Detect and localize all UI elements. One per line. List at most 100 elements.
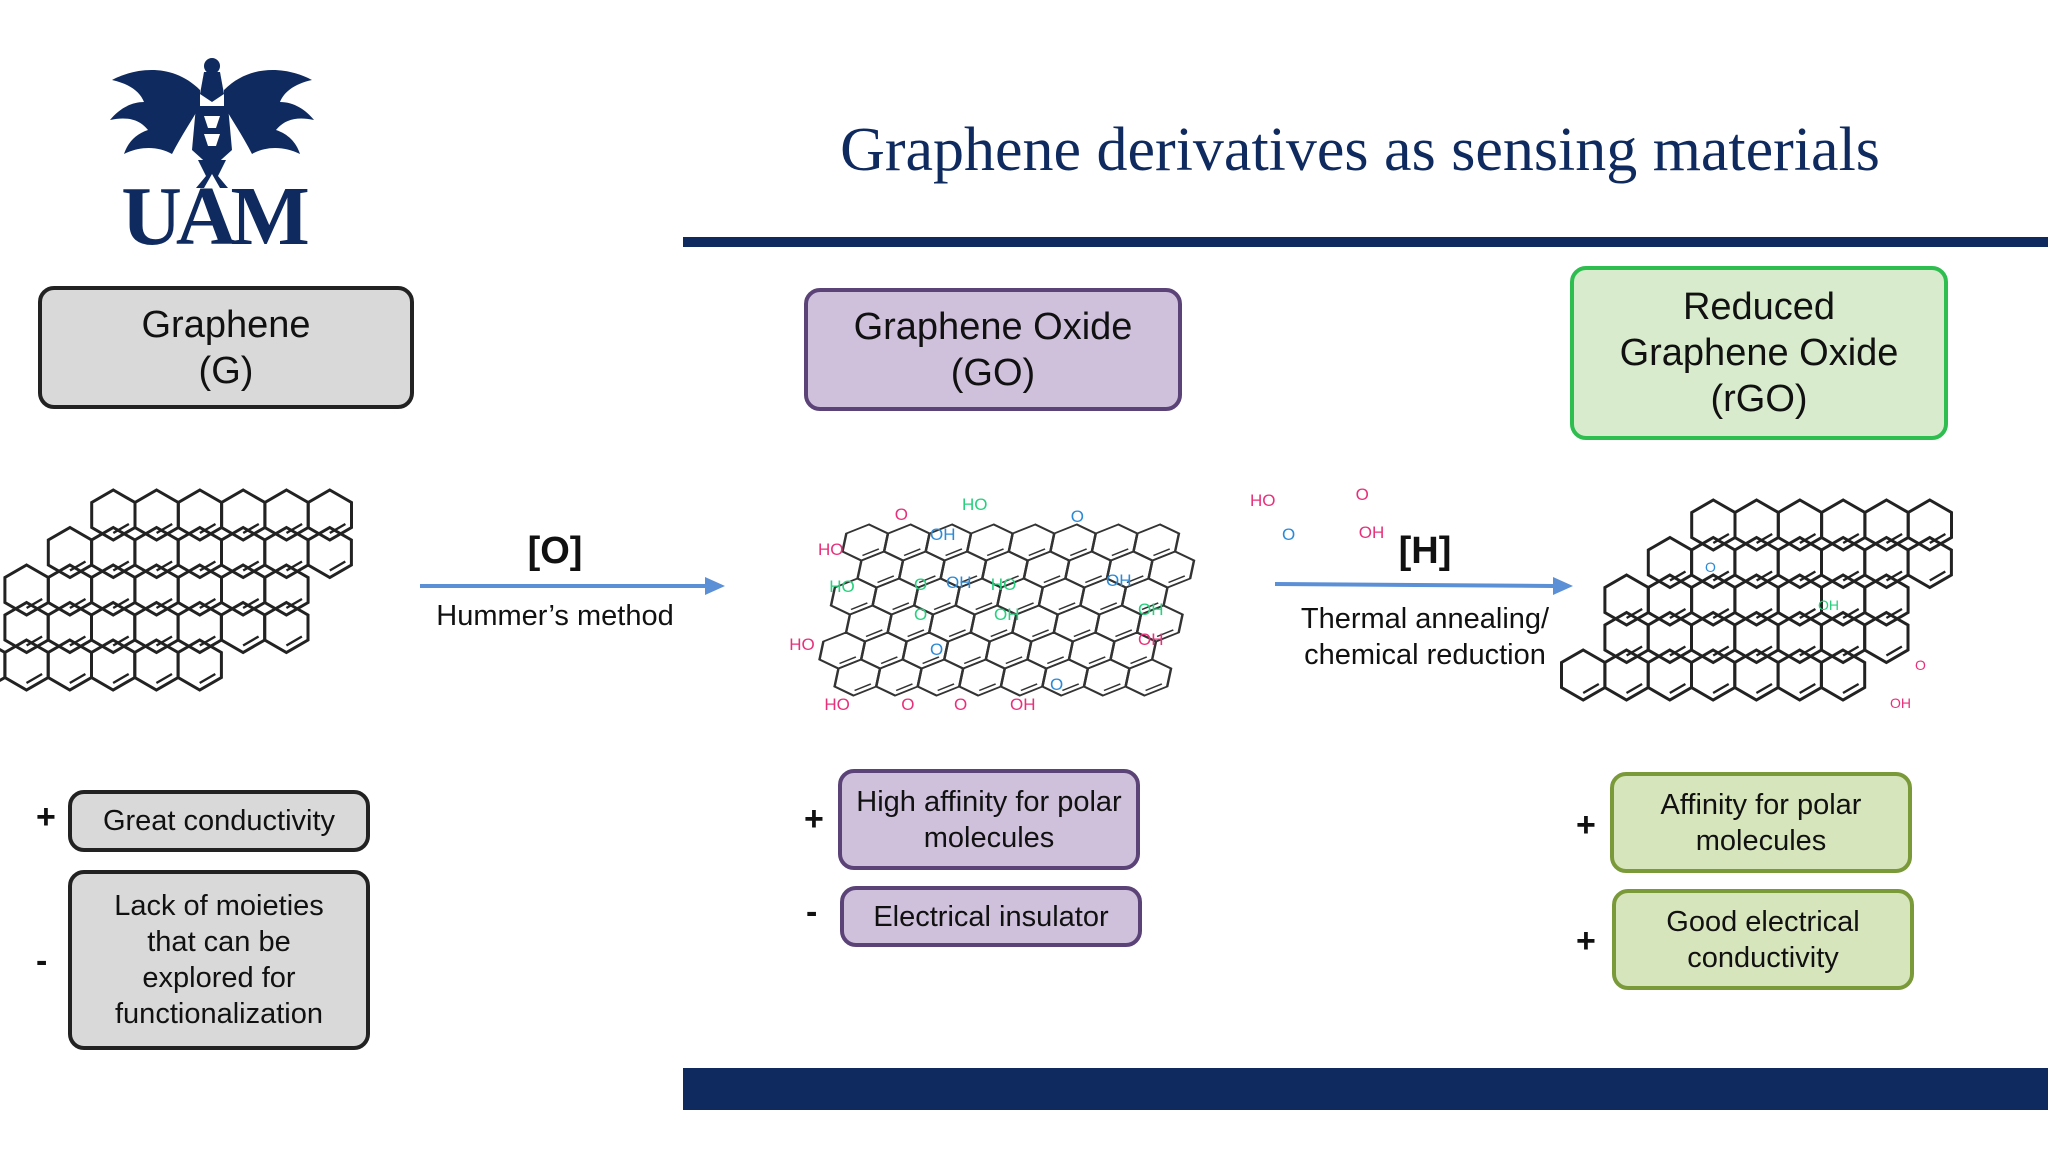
plus-sign: + xyxy=(1576,922,1596,960)
functional-group-label: O xyxy=(1071,507,1084,526)
hexagon-ring xyxy=(1906,535,1953,590)
double-bond xyxy=(1712,682,1730,695)
hexagon-ring xyxy=(1863,573,1910,627)
double-bond xyxy=(1062,683,1080,692)
double-bond xyxy=(1005,656,1023,665)
double-bond xyxy=(25,672,43,685)
double-bond xyxy=(1885,532,1903,545)
double-bond xyxy=(986,548,1004,557)
functional-group-label: O xyxy=(930,640,943,659)
double-bond xyxy=(285,635,303,647)
oxidation-method-label: Hummer’s method xyxy=(436,600,674,632)
double-bond xyxy=(156,522,173,535)
double-bond xyxy=(839,656,857,665)
hexagon-ring xyxy=(263,600,310,655)
double-bond xyxy=(1755,570,1773,582)
double-bond xyxy=(1929,570,1946,582)
double-bond xyxy=(69,635,87,647)
double-bond xyxy=(285,560,303,572)
footer-bar xyxy=(683,1068,2048,1110)
graphene-box: Graphene (G) xyxy=(38,286,414,409)
double-bond xyxy=(1582,682,1600,695)
double-bond xyxy=(1842,607,1860,620)
double-bond xyxy=(1084,575,1103,584)
double-bond xyxy=(242,522,260,535)
double-bond xyxy=(945,548,963,557)
double-bond xyxy=(877,575,895,584)
double-bond xyxy=(1626,607,1643,620)
double-bond xyxy=(1755,607,1773,620)
eagle-emblem-icon xyxy=(110,58,314,188)
double-bond xyxy=(960,575,978,584)
double-bond xyxy=(1929,532,1946,545)
double-bond xyxy=(1799,682,1816,695)
double-bond xyxy=(850,602,868,611)
oxidation-symbol: [O] xyxy=(527,530,583,572)
double-bond xyxy=(1755,682,1773,695)
functional-group-label: O xyxy=(895,505,908,524)
double-bond xyxy=(990,629,1008,638)
double-bond xyxy=(1069,548,1088,557)
double-bond xyxy=(1755,645,1773,657)
reduction-symbol: [H] xyxy=(1398,530,1452,572)
graphene-oxide-con-box: Electrical insulator xyxy=(840,886,1142,947)
double-bond xyxy=(1756,532,1773,545)
minus-sign: - xyxy=(806,893,818,931)
double-bond xyxy=(1885,607,1903,620)
double-bond xyxy=(1111,548,1129,557)
double-bond xyxy=(1100,602,1118,611)
functional-group-label: O xyxy=(954,695,967,714)
functional-group-label: O xyxy=(1705,559,1716,575)
graphene-con-box: Lack of moieties that can be explored fo… xyxy=(68,870,370,1050)
double-bond xyxy=(854,683,872,692)
double-bond xyxy=(1130,656,1148,665)
double-bond xyxy=(1043,575,1061,584)
double-bond xyxy=(155,635,173,647)
rgo-pro-box-1: Affinity for polar molecules xyxy=(1610,772,1912,873)
double-bond xyxy=(1020,683,1038,692)
functional-group-label: OH xyxy=(1138,600,1164,619)
double-bond xyxy=(1712,532,1730,545)
graphene-pro-box: Great conductivity xyxy=(68,790,370,852)
functional-group-label: HO xyxy=(1250,491,1276,510)
double-bond xyxy=(199,635,216,647)
double-bond xyxy=(1058,602,1076,611)
double-bond xyxy=(329,522,346,535)
functional-group-label: HO xyxy=(824,695,850,714)
double-bond xyxy=(1141,602,1159,611)
double-bond xyxy=(1842,682,1860,695)
double-bond xyxy=(1842,532,1860,545)
double-bond xyxy=(1712,607,1730,620)
functional-group-label: HO xyxy=(962,495,988,514)
double-bond xyxy=(1088,656,1106,665)
double-bond xyxy=(199,597,216,610)
hexagon-ring xyxy=(1124,658,1173,697)
double-bond xyxy=(1669,682,1686,695)
double-bond xyxy=(1103,683,1121,692)
functional-group-label: OH xyxy=(1359,523,1385,542)
functional-group-label: OH xyxy=(1138,630,1164,649)
graphene-oxide-box: Graphene Oxide (GO) xyxy=(804,288,1182,411)
double-bond xyxy=(978,683,997,692)
hexagon-ring xyxy=(1906,498,1953,552)
functional-group-label: HO xyxy=(991,575,1017,594)
page-title: Graphene derivatives as sensing material… xyxy=(840,116,1880,184)
double-bond xyxy=(1625,682,1643,695)
double-bond xyxy=(937,683,955,692)
double-bond xyxy=(112,597,130,610)
graphene-structure xyxy=(0,488,353,692)
functional-group-label: OH xyxy=(1818,597,1839,613)
double-bond xyxy=(1669,570,1687,582)
plus-sign: + xyxy=(36,798,56,836)
double-bond xyxy=(1799,570,1817,582)
hexagon-ring xyxy=(306,488,353,542)
uam-logo: UAM xyxy=(100,50,325,263)
double-bond xyxy=(69,560,87,572)
double-bond xyxy=(865,629,883,638)
double-bond xyxy=(1168,575,1186,584)
double-bond xyxy=(1669,607,1687,620)
functional-group-label: OH xyxy=(946,573,972,592)
double-bond xyxy=(1842,645,1860,657)
double-bond xyxy=(1115,629,1133,638)
